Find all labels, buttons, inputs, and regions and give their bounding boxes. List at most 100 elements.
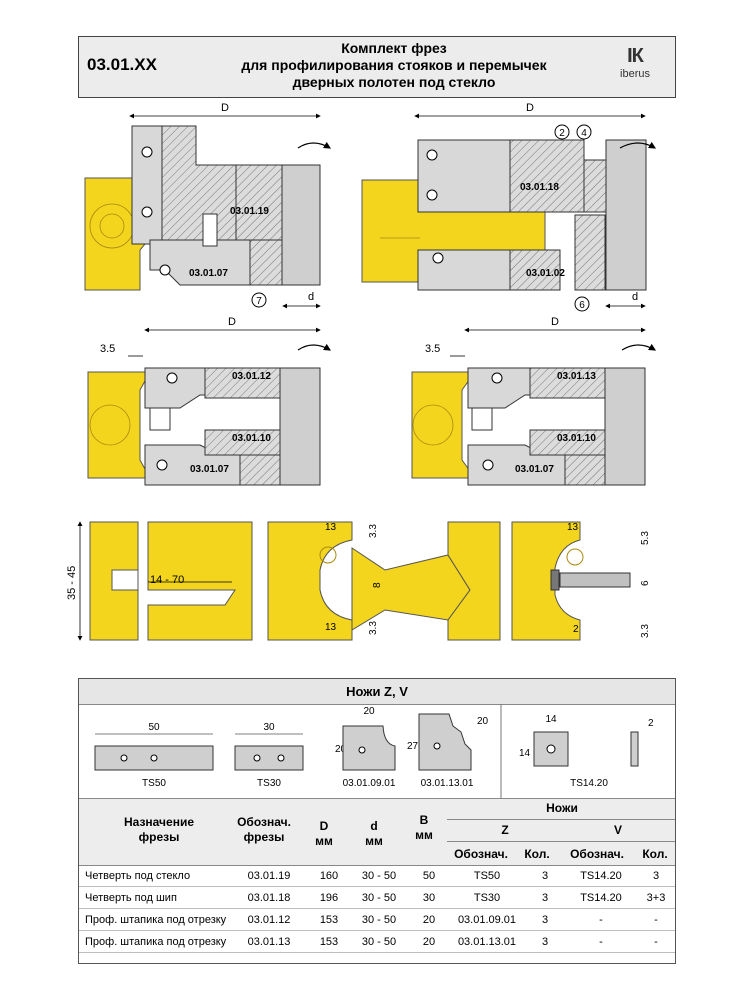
k1301-label: 03.01.13.01 <box>421 778 474 789</box>
cell-code: 03.01.12 <box>229 908 309 931</box>
dim-13-a: 13 <box>325 522 337 533</box>
cell-d: 30 - 50 <box>349 908 409 931</box>
profile-sections: 35 - 45 14 - 70 13 13 3.3 3.3 8 13 5.3 6… <box>66 521 651 641</box>
cell-D: 153 <box>309 930 349 953</box>
cutter-label-5: 03.01.12 <box>232 371 271 382</box>
header-B-2: мм <box>415 828 433 842</box>
header-code-2: фрезы <box>243 830 285 844</box>
ts50-width: 50 <box>148 722 160 733</box>
brand-name: iberus <box>620 68 650 80</box>
k0901-width: 20 <box>363 706 375 717</box>
cutter-label-10: 03.01.07 <box>515 464 554 475</box>
cell-purpose: Четверть под стекло <box>79 865 229 887</box>
cell-purpose: Проф. штапика под отрезку <box>79 908 229 931</box>
cell-d: 30 - 50 <box>349 930 409 953</box>
cell-D: 153 <box>309 908 349 931</box>
cutter-label-2: 03.01.07 <box>189 268 228 279</box>
cutter-label-8: 03.01.13 <box>557 371 596 382</box>
dim-d-2: d <box>632 291 638 303</box>
cell-D: 196 <box>309 886 349 909</box>
cell-z-code: 03.01.13.01 <box>449 930 525 953</box>
k1301-width: 20 <box>477 716 489 727</box>
cell-z-code: TS30 <box>449 886 525 909</box>
dim-35-45: 35 - 45 <box>66 566 78 600</box>
callout-4: 4 <box>581 128 587 139</box>
callout-6: 6 <box>579 300 585 311</box>
cell-d: 30 - 50 <box>349 886 409 909</box>
title-line-2: для профилирования стояков и перемычек <box>241 57 547 73</box>
dim-3-3-c: 3.3 <box>640 624 651 638</box>
brand-mark: ІК <box>627 45 644 67</box>
dim-3-3-b: 3.3 <box>368 621 379 635</box>
header-code-1: Обознач. <box>237 815 291 829</box>
cell-B: 20 <box>409 908 449 931</box>
cell-B: 50 <box>409 865 449 887</box>
technical-drawings: D 03.01.19 03.01.07 7 d D <box>66 102 657 641</box>
dim-13-b: 13 <box>325 622 337 633</box>
header-z-qty: Кол. <box>524 847 550 861</box>
cell-z-qty: 3 <box>525 908 565 931</box>
dim-6: 6 <box>640 580 651 586</box>
ts1420-width: 14 <box>545 714 557 725</box>
k1301-height: 27 <box>407 741 419 752</box>
cell-v-qty: 3 <box>637 865 675 887</box>
cell-v-code: TS14.20 <box>565 886 637 909</box>
cell-code: 03.01.19 <box>229 865 309 887</box>
header-D-1: D <box>319 819 329 833</box>
cell-z-qty: 3 <box>525 865 565 887</box>
header-d-2: мм <box>365 834 383 848</box>
cell-z-code: TS50 <box>449 865 525 887</box>
header-D-2: мм <box>315 834 333 848</box>
header-D: D мм <box>304 819 344 849</box>
cell-purpose: Четверть под шип <box>79 886 229 909</box>
set-title: Комплект фрез для профилирования стояков… <box>229 40 559 91</box>
drawing-03-01-18: D 03.01.18 03.01.02 2 4 6 d <box>361 102 657 312</box>
brand-logo: ІК iberus <box>605 45 665 80</box>
cell-d: 30 - 50 <box>349 865 409 887</box>
header-divider <box>447 819 675 820</box>
k0901-label: 03.01.09.01 <box>343 778 396 789</box>
cell-v-code: - <box>565 908 637 931</box>
table-header: Назначение фрезы Обознач. фрезы D мм d м… <box>79 798 675 866</box>
cutter-label-9: 03.01.10 <box>557 433 596 444</box>
cell-v-qty: - <box>637 930 675 953</box>
table-row: Четверть под стекло 03.01.19 160 30 - 50… <box>79 865 675 887</box>
dim-13-c: 13 <box>567 522 579 533</box>
cell-z-code: 03.01.09.01 <box>449 908 525 931</box>
header-purpose-1: Назначение <box>123 815 194 829</box>
dim-D-2: D <box>526 102 534 114</box>
cell-purpose: Проф. штапика под отрезку <box>79 930 229 953</box>
header-V: V <box>613 823 622 837</box>
ts30-width: 30 <box>263 722 275 733</box>
cell-z-qty: 3 <box>525 886 565 909</box>
dim-5-3: 5.3 <box>640 531 651 545</box>
table-row: Проф. штапика под отрезку 03.01.12 153 3… <box>79 908 675 931</box>
header-code: Обознач. фрезы <box>224 815 304 845</box>
header-d: d мм <box>344 819 404 849</box>
title-line-3: дверных полотен под стекло <box>292 74 496 90</box>
dim-d-1: d <box>308 291 314 303</box>
dim-D-3: D <box>228 316 236 328</box>
cutter-label-1: 03.01.19 <box>230 206 269 217</box>
cell-B: 30 <box>409 886 449 909</box>
cell-v-code: TS14.20 <box>565 865 637 887</box>
dim-D-1: D <box>221 102 229 114</box>
callout-2: 2 <box>559 128 565 139</box>
dim-2: 2 <box>573 624 579 635</box>
header-divider-2 <box>447 841 675 842</box>
cell-z-qty: 3 <box>525 930 565 953</box>
knives-title: Ножи Z, V <box>79 679 675 705</box>
ts1420-label: TS14.20 <box>570 778 608 789</box>
cell-code: 03.01.13 <box>229 930 309 953</box>
drawing-03-01-12: D 3.5 03.01.12 03.01.10 03.01.07 <box>87 316 332 486</box>
cell-B: 20 <box>409 930 449 953</box>
header-d-1: d <box>370 819 378 833</box>
knives-drawings: 50 TS50 30 TS30 20 20 03.01.09.01 20 27 … <box>94 704 654 798</box>
ts1420-height: 14 <box>519 748 531 759</box>
cutter-label-4: 03.01.02 <box>526 268 565 279</box>
cell-v-qty: 3+3 <box>637 886 675 909</box>
header-Z: Z <box>501 823 509 837</box>
cutter-label-7: 03.01.07 <box>190 464 229 475</box>
header-purpose: Назначение фрезы <box>89 815 229 845</box>
set-code: 03.01.XX <box>87 55 157 74</box>
